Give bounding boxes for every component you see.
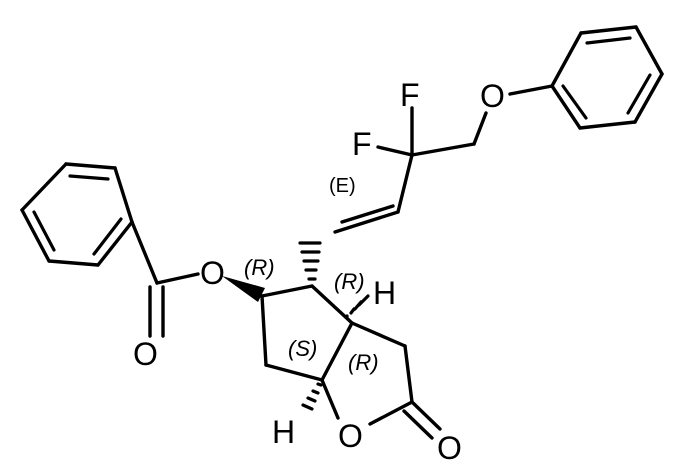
atom-o-ester: O — [200, 255, 225, 291]
bond-c-f-left — [376, 145, 414, 157]
lactone-ring — [320, 321, 414, 426]
alkene-double-bond — [333, 204, 400, 234]
stereo-label-c-vinyl: (R) — [334, 269, 365, 294]
atom-o-ether: O — [480, 78, 505, 114]
hashed-bond-vinyl — [298, 241, 322, 281]
stereo-label-c-oester: (R) — [244, 255, 275, 280]
bond-ring-carbonyl — [130, 220, 159, 285]
carbonyl-double-bond — [148, 285, 165, 338]
atom-h-bottom: H — [272, 414, 295, 450]
bond-vinyl-cf2 — [396, 153, 414, 214]
bond-carbonyl-oester — [155, 272, 200, 285]
hashed-bond-h-right — [345, 294, 370, 320]
atom-f-left: F — [352, 126, 372, 162]
atom-o-lactone: O — [338, 418, 363, 454]
stereo-label-c-ring-s: (S) — [288, 336, 317, 361]
atom-o-lactone-carbonyl: O — [437, 430, 462, 466]
bond-ch2-oether — [472, 111, 488, 146]
alkene-e-label: (E) — [329, 175, 356, 197]
bond-oether-phenyl — [508, 84, 554, 96]
phenoxy-phenyl-ring — [550, 25, 664, 130]
stereo-label-c-ring-r: (R) — [348, 350, 379, 375]
atom-h-right: H — [373, 275, 396, 311]
atom-f-top: F — [400, 77, 420, 113]
lactone-carbonyl-double-bond — [402, 400, 442, 440]
atom-o-carbonyl: O — [133, 336, 158, 372]
wedge-bond-oester — [222, 276, 265, 302]
bond-cf2-ch2 — [410, 142, 476, 157]
cyclopentane-ring — [260, 284, 354, 382]
benzoyl-phenyl-ring — [20, 162, 134, 267]
hashed-bond-h-bottom — [301, 382, 323, 411]
